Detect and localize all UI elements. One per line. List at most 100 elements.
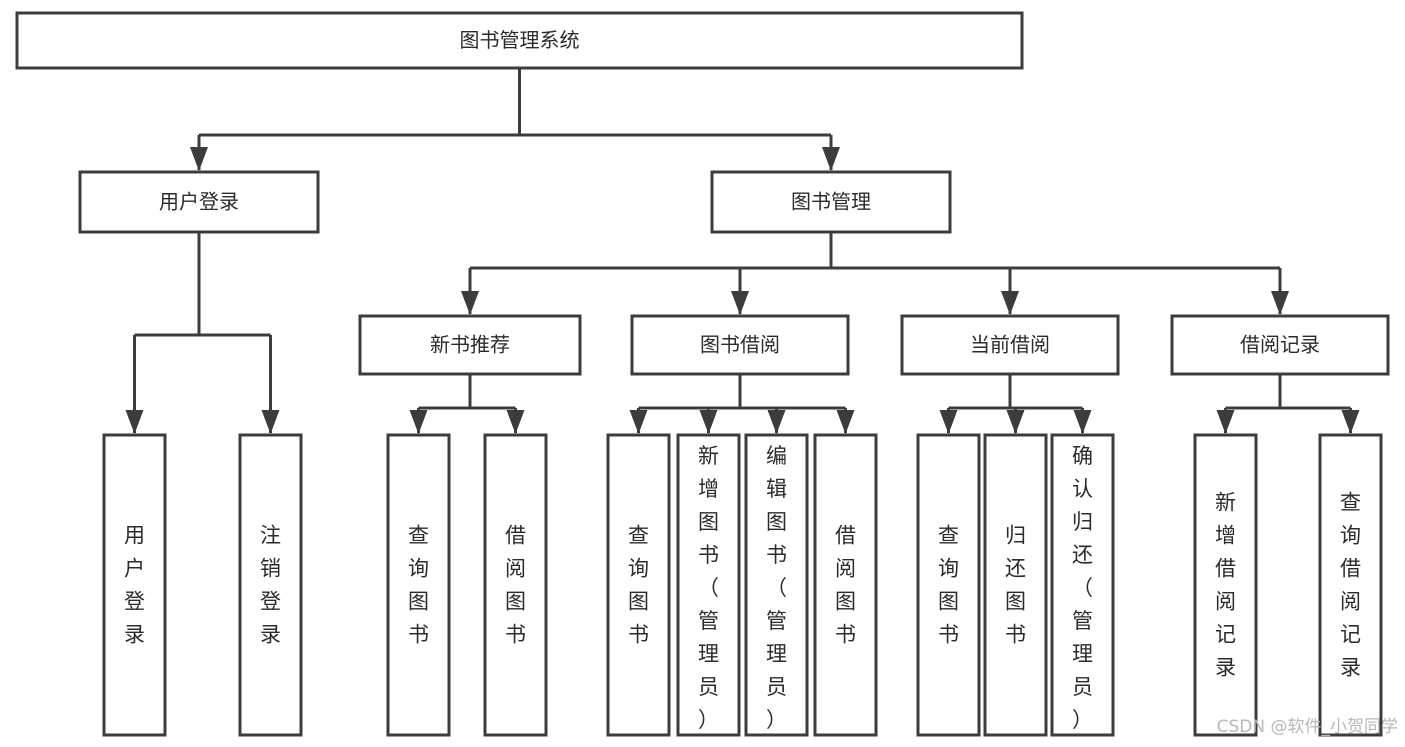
node-leaf-5-char-2: 图 bbox=[698, 510, 719, 534]
node-leaf-5-char-4: （ bbox=[698, 576, 719, 600]
arrow-head-icon bbox=[1216, 410, 1235, 434]
node-leaf-1-char-2: 登 bbox=[260, 590, 281, 614]
node-leaf-2-char-2: 图 bbox=[408, 590, 429, 614]
node-leaf-11-char-0: 新 bbox=[1215, 491, 1236, 515]
node-leaf-6-rect[interactable] bbox=[744, 433, 809, 737]
node-leaf-6-char-1: 辑 bbox=[766, 477, 787, 501]
node-level1-0[interactable] bbox=[78, 170, 320, 234]
node-root-label: 图书管理系统 bbox=[460, 28, 580, 52]
node-level2-3[interactable] bbox=[1170, 314, 1390, 376]
node-leaf-7-char-3: 书 bbox=[835, 623, 856, 647]
connector-layer bbox=[125, 68, 1360, 434]
node-leaf-4-rect[interactable] bbox=[606, 433, 671, 737]
node-leaf-9-char-3: 书 bbox=[1005, 623, 1026, 647]
arrow-head-icon bbox=[261, 410, 280, 434]
arrow-head-icon bbox=[461, 291, 479, 315]
node-leaf-5-char-3: 书 bbox=[698, 543, 719, 567]
node-leaf-5-char-0: 新 bbox=[698, 444, 719, 468]
node-leaf-6-char-8: ） bbox=[766, 708, 787, 732]
node-leaf-11-rect[interactable] bbox=[1193, 433, 1258, 737]
node-leaf-8-char-0: 查 bbox=[938, 524, 959, 548]
node-leaf-1-char-0: 注 bbox=[260, 524, 281, 548]
node-leaf-7-char-2: 图 bbox=[835, 590, 856, 614]
node-leaf-12-char-5: 录 bbox=[1340, 656, 1361, 680]
node-leaf-2-char-0: 查 bbox=[408, 524, 429, 548]
node-leaf-7-rect[interactable] bbox=[813, 433, 878, 737]
node-level2-1-rect[interactable] bbox=[630, 314, 850, 376]
node-leaf-11-char-1: 增 bbox=[1215, 524, 1236, 548]
node-leaf-4-char-3: 书 bbox=[628, 623, 649, 647]
node-leaf-4-char-2: 图 bbox=[628, 590, 649, 614]
node-leaf-11-char-5: 录 bbox=[1215, 656, 1236, 680]
node-leaf-12-rect[interactable] bbox=[1318, 433, 1383, 737]
node-root[interactable] bbox=[15, 11, 1024, 70]
node-leaf-0-char-3: 录 bbox=[124, 623, 145, 647]
node-leaf-5-char-5: 管 bbox=[698, 609, 719, 633]
node-label-layer: 图书管理系统用户登录图书管理新书推荐图书借阅当前借阅借阅记录用户登录注销登录查询… bbox=[124, 28, 1361, 732]
node-leaf-10-char-7: 员 bbox=[1072, 675, 1093, 699]
node-leaf-3-char-0: 借 bbox=[505, 524, 526, 548]
node-leaf-11-char-2: 借 bbox=[1215, 557, 1236, 581]
node-leaf-6-char-4: （ bbox=[766, 576, 787, 600]
node-level1-1-rect[interactable] bbox=[710, 170, 952, 234]
node-level2-0-rect[interactable] bbox=[358, 314, 582, 376]
node-leaf-5-char-1: 增 bbox=[698, 477, 719, 501]
csdn-watermark: CSDN @软件_小贺同学 bbox=[1217, 717, 1398, 737]
node-leaf-10-char-8: ） bbox=[1072, 708, 1093, 732]
node-leaf-3-rect[interactable] bbox=[483, 433, 548, 737]
node-leaf-6-char-5: 管 bbox=[766, 609, 787, 633]
node-leaf-10-char-6: 理 bbox=[1072, 642, 1093, 666]
node-leaf-1-rect[interactable] bbox=[238, 433, 303, 737]
node-root-rect[interactable] bbox=[15, 11, 1024, 70]
node-level1-0-rect[interactable] bbox=[78, 170, 320, 234]
arrow-head-icon bbox=[125, 410, 144, 434]
node-leaf-12-char-4: 记 bbox=[1340, 623, 1361, 647]
node-leaf-0-rect[interactable] bbox=[102, 433, 167, 737]
node-leaf-12-char-2: 借 bbox=[1340, 557, 1361, 581]
node-leaf-12-char-1: 询 bbox=[1340, 524, 1361, 548]
node-leaf-3-char-1: 阅 bbox=[505, 557, 526, 581]
node-level2-3-label: 借阅记录 bbox=[1240, 333, 1320, 357]
node-level2-2-rect[interactable] bbox=[900, 314, 1120, 376]
node-leaf-10-char-0: 确 bbox=[1072, 444, 1093, 468]
node-leaf-3-char-3: 书 bbox=[505, 623, 526, 647]
node-leaf-7-char-0: 借 bbox=[835, 524, 856, 548]
node-leaf-9-char-2: 图 bbox=[1005, 590, 1026, 614]
node-level1-0-label: 用户登录 bbox=[159, 190, 239, 214]
node-level2-1[interactable] bbox=[630, 314, 850, 376]
node-leaf-7-char-1: 阅 bbox=[835, 557, 856, 581]
node-leaf-2-rect[interactable] bbox=[386, 433, 451, 737]
node-leaf-10-char-2: 归 bbox=[1072, 510, 1093, 534]
node-leaf-10-rect[interactable] bbox=[1050, 433, 1115, 737]
node-leaf-0-char-2: 登 bbox=[124, 590, 145, 614]
node-leaf-9-rect[interactable] bbox=[983, 433, 1048, 737]
node-level2-3-rect[interactable] bbox=[1170, 314, 1390, 376]
node-level2-2-label: 当前借阅 bbox=[970, 333, 1050, 357]
node-leaf-0-char-0: 用 bbox=[124, 524, 145, 548]
node-leaf-5-char-7: 员 bbox=[698, 675, 719, 699]
node-leaf-8-rect[interactable] bbox=[916, 433, 981, 737]
node-leaf-5-rect[interactable] bbox=[676, 433, 741, 737]
node-leaf-10-char-1: 认 bbox=[1072, 477, 1093, 501]
node-leaf-5-char-6: 理 bbox=[698, 642, 719, 666]
arrow-head-icon bbox=[836, 410, 855, 434]
node-level2-0[interactable] bbox=[358, 314, 582, 376]
node-level1-1[interactable] bbox=[710, 170, 952, 234]
arrow-head-icon bbox=[1073, 410, 1092, 434]
node-level2-2[interactable] bbox=[900, 314, 1120, 376]
node-level2-0-label: 新书推荐 bbox=[430, 333, 510, 357]
arrow-head-icon bbox=[629, 410, 648, 434]
node-leaf-6-char-3: 书 bbox=[766, 543, 787, 567]
node-leaf-6-char-2: 图 bbox=[766, 510, 787, 534]
